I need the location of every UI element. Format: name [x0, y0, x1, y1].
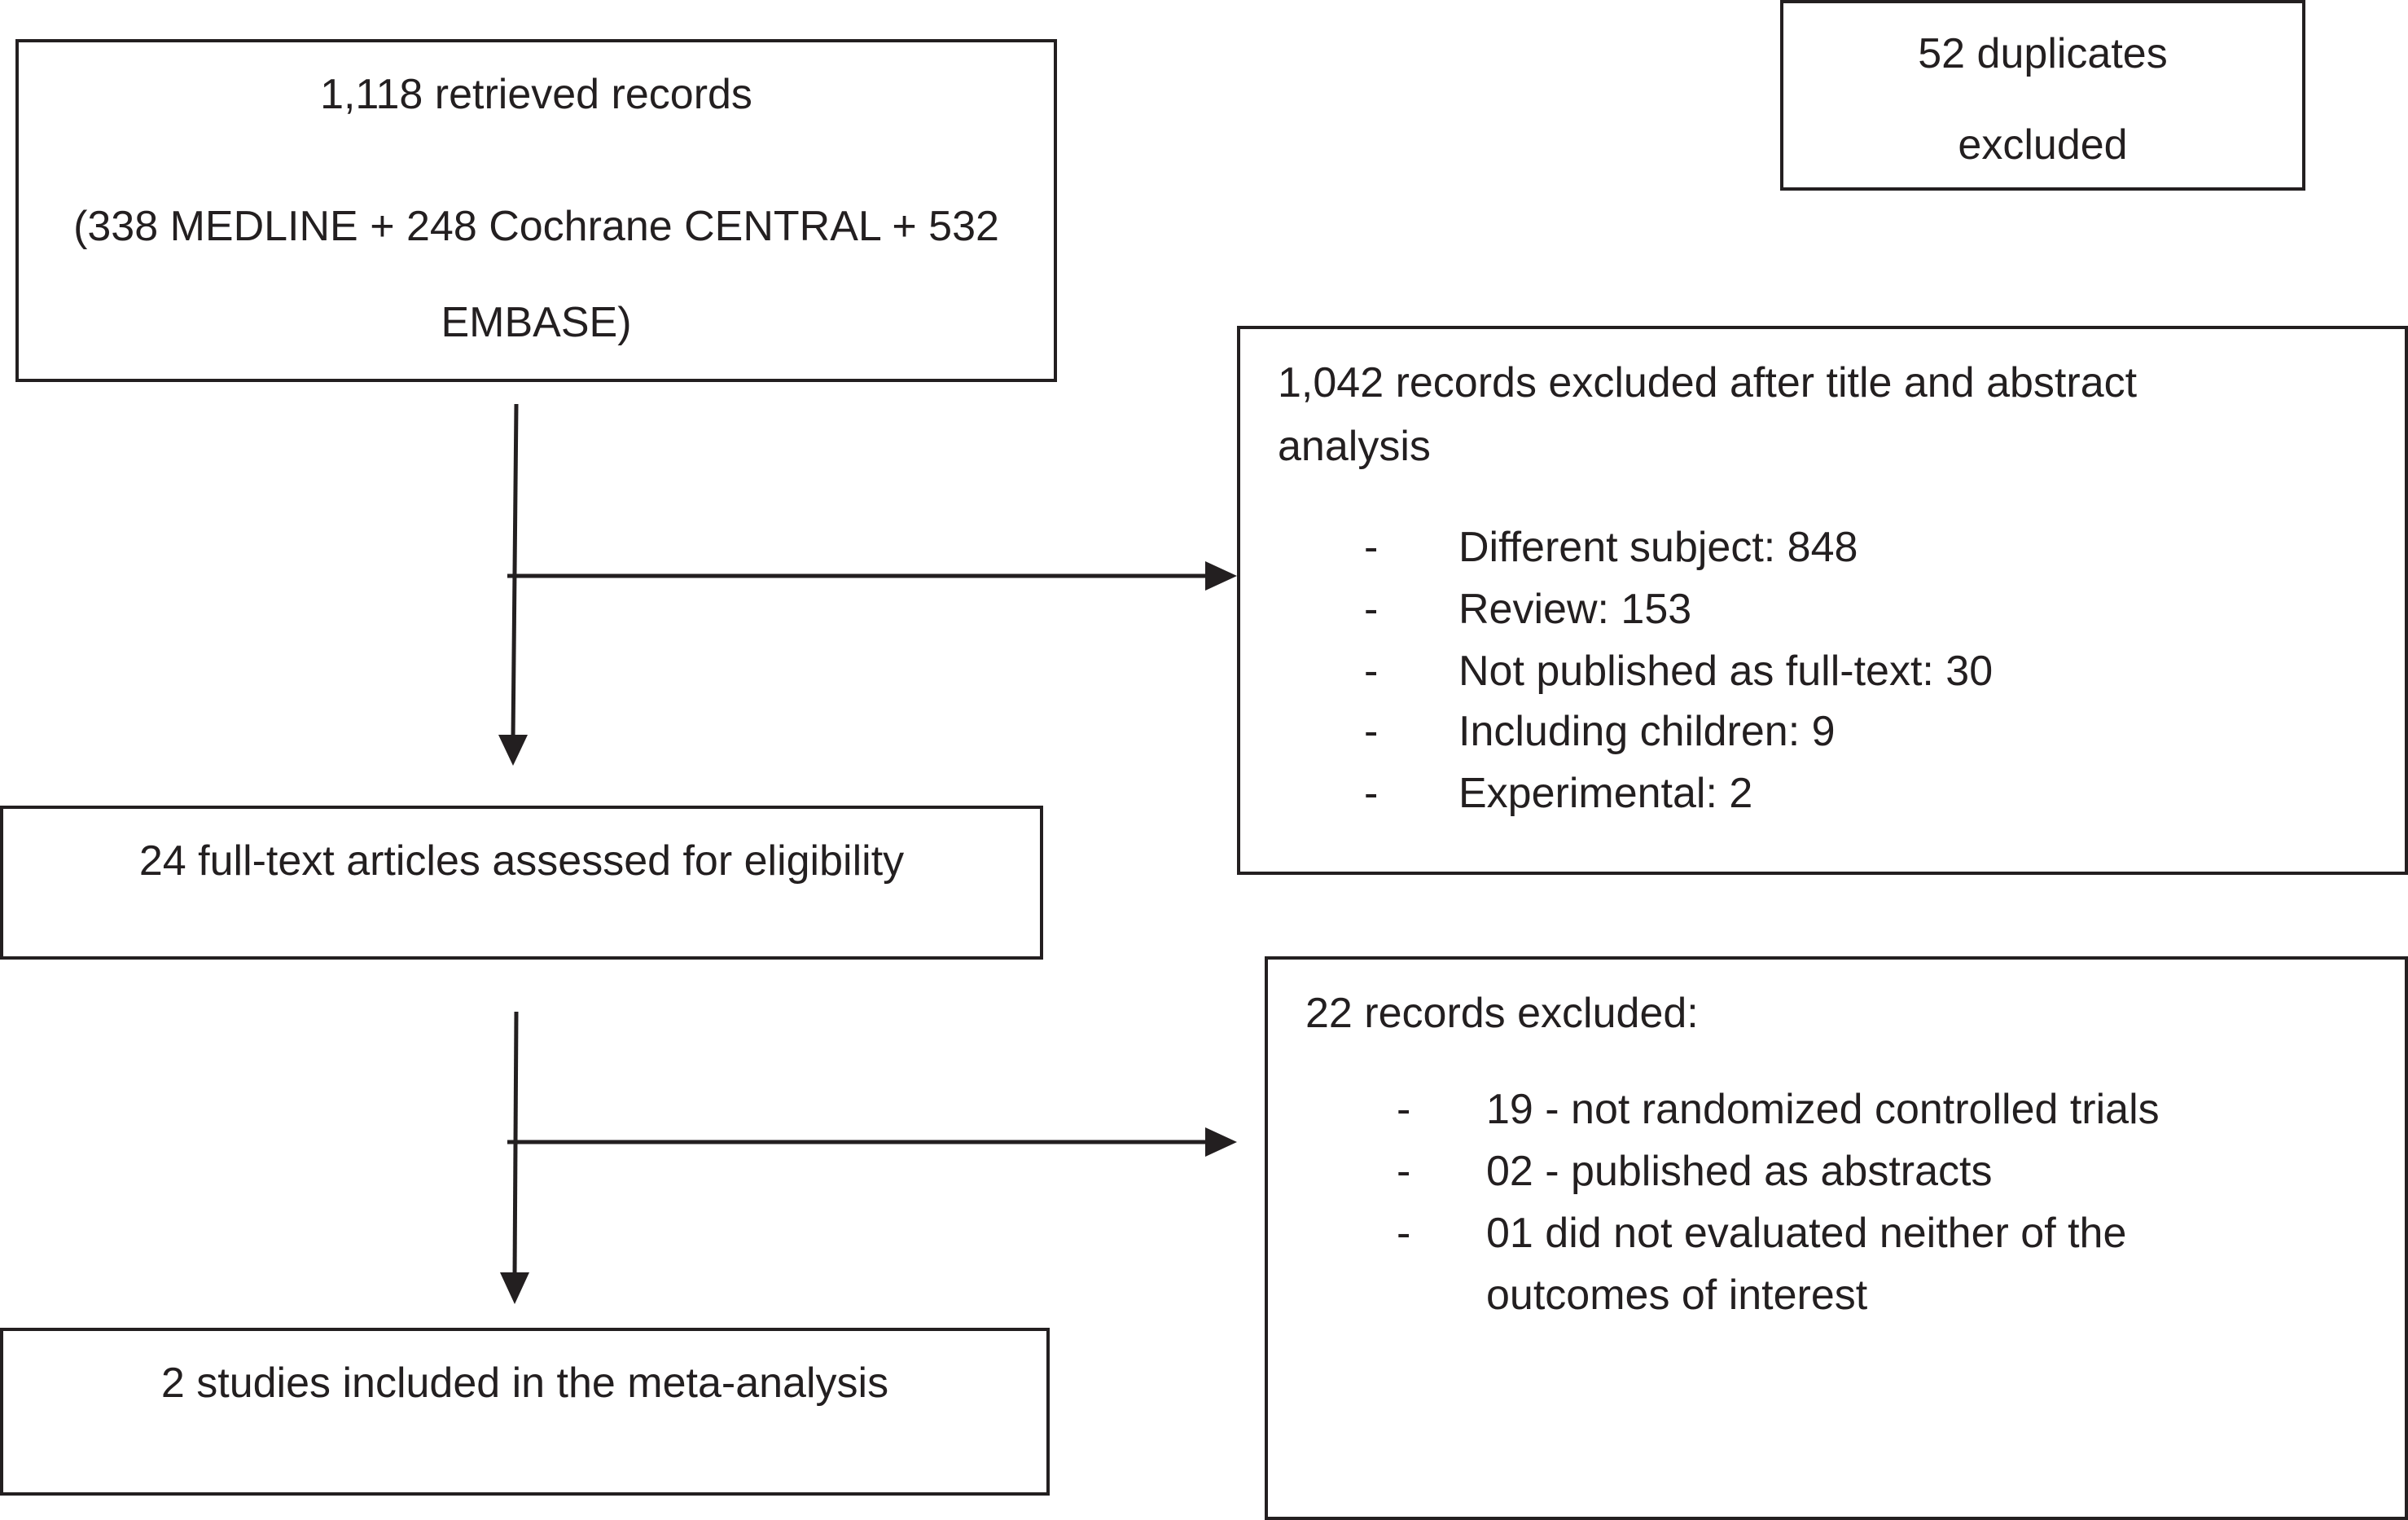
list-text: Not published as full-text: 30 — [1458, 648, 1994, 695]
list-dash: - — [1364, 648, 1379, 695]
arrowhead-down-icon — [500, 1272, 529, 1304]
list-text: Experimental: 2 — [1458, 770, 1753, 817]
excluded-title-abstract-heading-cont: analysis — [1278, 423, 1431, 470]
duplicates-line2: excluded — [1958, 121, 2128, 169]
list-text: 02 - published as abstracts — [1486, 1148, 1993, 1195]
duplicates-box: 52 duplicates excluded — [1780, 0, 2305, 191]
retrieved-records-sources: (338 MEDLINE + 248 Cochrane CENTRAL + 53… — [73, 203, 999, 250]
list-text: 19 - not randomized controlled trials — [1486, 1086, 2160, 1133]
list-dash: - — [1364, 708, 1379, 755]
list-text: Different subject: 848 — [1458, 524, 1858, 571]
list-text: Review: 153 — [1458, 586, 1692, 633]
retrieved-records-box: 1,118 retrieved records (338 MEDLINE + 2… — [15, 39, 1057, 382]
excluded-records-box: 22 records excluded: - 19 - not randomiz… — [1265, 956, 2408, 1520]
retrieved-records-title: 1,118 retrieved records — [320, 71, 752, 118]
fulltext-articles-text: 24 full-text articles assessed for eligi… — [138, 837, 905, 885]
list-text: Including children: 9 — [1458, 708, 1836, 755]
list-dash: - — [1397, 1148, 1411, 1195]
list-dash: - — [1397, 1086, 1411, 1133]
excluded-title-abstract-heading: 1,042 records excluded after title and a… — [1278, 359, 2138, 406]
arrowhead-right-icon — [1205, 1127, 1237, 1157]
list-dash: - — [1397, 1210, 1411, 1257]
included-studies-text: 2 studies included in the meta-analysis — [160, 1360, 889, 1407]
list-dash: - — [1364, 770, 1379, 817]
excluded-records-heading: 22 records excluded: — [1305, 990, 1699, 1037]
list-text: outcomes of interest — [1486, 1272, 1868, 1319]
list-dash: - — [1364, 586, 1379, 633]
excluded-title-abstract-box: 1,042 records excluded after title and a… — [1237, 326, 2408, 875]
fulltext-articles-box: 24 full-text articles assessed for eligi… — [0, 806, 1043, 960]
arrowhead-down-icon — [498, 735, 528, 766]
included-studies-box: 2 studies included in the meta-analysis — [0, 1328, 1050, 1496]
retrieved-records-sources-cont: EMBASE) — [441, 299, 632, 346]
list-text: 01 did not evaluated neither of the — [1486, 1210, 2127, 1257]
duplicates-line1: 52 duplicates — [1918, 30, 2168, 77]
arrowhead-right-icon — [1205, 561, 1237, 591]
connector-line-retrieved-to-fulltext — [511, 403, 519, 740]
list-dash: - — [1364, 524, 1379, 571]
